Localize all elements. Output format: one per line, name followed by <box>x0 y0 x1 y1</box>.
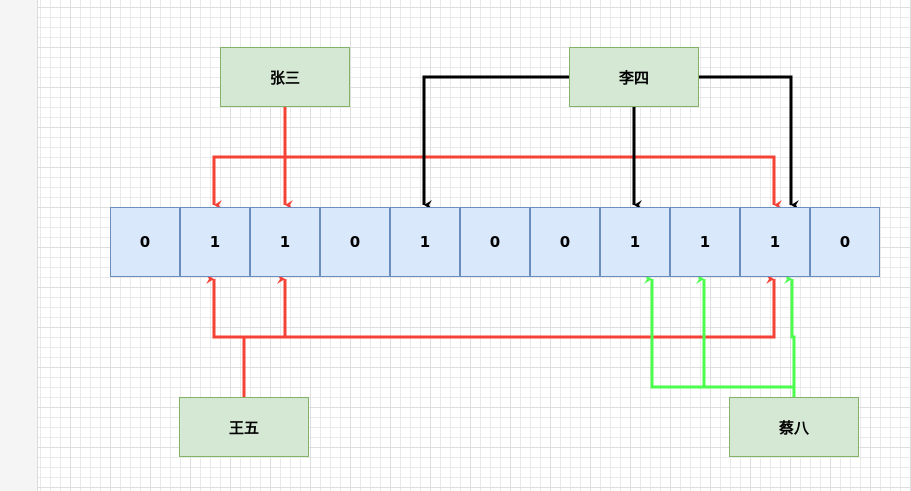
wangwu-to-cell3-arrow <box>244 274 287 339</box>
caiba-to-cell10-arrow <box>784 274 796 397</box>
bit-cell-8: 1 <box>600 207 670 277</box>
zhangsan-to-cell10-arrow <box>285 155 782 210</box>
caiba-to-cell8-arrow <box>644 274 704 389</box>
bit-cell-7: 0 <box>530 207 600 277</box>
person-lisi-box[interactable]: 李四 <box>569 47 699 107</box>
bit-cell-11: 0 <box>810 207 880 277</box>
left-panel-strip <box>0 0 38 491</box>
person-caiba-box[interactable]: 蔡八 <box>729 397 859 457</box>
bit-cell-6: 0 <box>460 207 530 277</box>
bit-cell-10: 1 <box>740 207 810 277</box>
wangwu-to-cell10-arrow <box>285 274 776 339</box>
person-wangwu-box[interactable]: 王五 <box>179 397 309 457</box>
bit-cell-2: 1 <box>180 207 250 277</box>
bit-cell-5: 1 <box>390 207 460 277</box>
bit-cell-3: 1 <box>250 207 320 277</box>
bit-cell-9: 1 <box>670 207 740 277</box>
caiba-to-cell9-arrow <box>696 274 794 389</box>
zhangsan-to-cell2-arrow <box>212 155 285 210</box>
wangwu-to-cell2-arrow <box>206 274 246 397</box>
bit-cell-4: 0 <box>320 207 390 277</box>
lisi-to-cell5-arrow <box>422 75 569 210</box>
lisi-to-cell10-arrow <box>699 75 799 210</box>
person-zhangsan-box[interactable]: 张三 <box>220 47 350 107</box>
bit-cell-1: 0 <box>110 207 180 277</box>
